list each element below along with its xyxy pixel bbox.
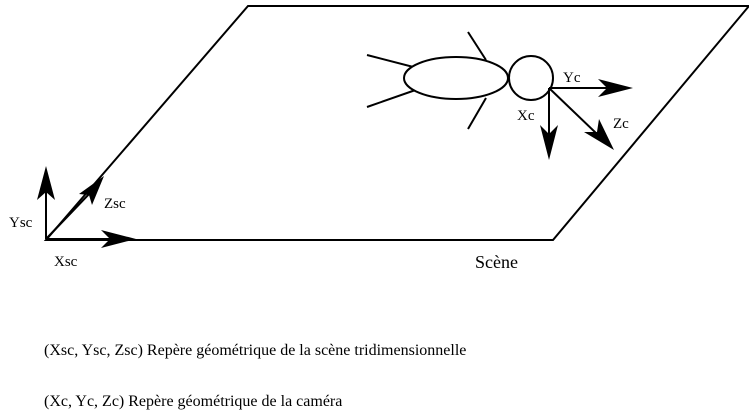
scene-x-arrowhead	[101, 230, 136, 248]
robot-head	[508, 55, 554, 101]
scene-y-label: Ysc	[9, 215, 33, 231]
scene-frame: Xsc Ysc Zsc	[9, 166, 136, 270]
camera-y-arrowhead	[598, 79, 633, 97]
robot-leg	[467, 97, 487, 130]
scene-z-axis	[45, 192, 91, 240]
legend-scene-frame: (Xsc, Ysc, Zsc) Repère géométrique de la…	[44, 342, 466, 359]
robot-figure	[366, 31, 554, 130]
robot-body	[403, 56, 509, 100]
camera-frame: Yc Xc Zc	[517, 70, 633, 160]
camera-z-axis	[548, 87, 598, 135]
camera-y-label: Yc	[563, 70, 581, 86]
scene-x-label: Xsc	[54, 254, 78, 270]
camera-x-arrowhead	[540, 125, 558, 160]
scene-label: Scène	[475, 252, 518, 272]
legend-camera-frame: (Xc, Yc, Zc) Repère géométrique de la ca…	[44, 393, 342, 410]
camera-z-label: Zc	[613, 116, 629, 132]
scene-y-arrowhead	[37, 166, 55, 200]
robot-leg	[467, 31, 487, 61]
scene-z-label: Zsc	[104, 196, 126, 212]
camera-x-label: Xc	[517, 108, 535, 124]
scene-z-arrowhead	[79, 176, 104, 205]
scene-plane	[43, 5, 749, 241]
camera-z-arrowhead	[584, 119, 614, 150]
